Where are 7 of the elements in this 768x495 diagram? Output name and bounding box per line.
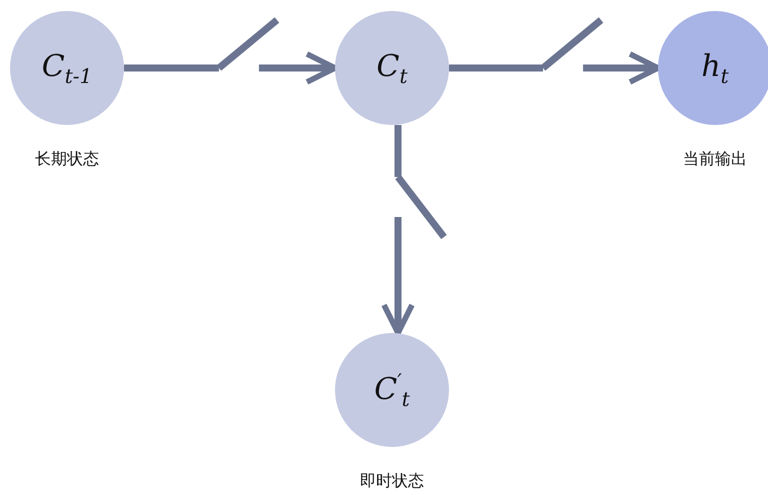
arrow [381,125,415,336]
node-label: 当前输出 [683,149,747,168]
math-symbol: C$_{t}$ [376,48,408,88]
node-label: 长期状态 [35,149,99,168]
math-symbol: h$_{t}$ [701,48,729,88]
math-symbol: C$_{t-1}$ [42,48,92,88]
node-label: 即时状态 [360,471,424,490]
